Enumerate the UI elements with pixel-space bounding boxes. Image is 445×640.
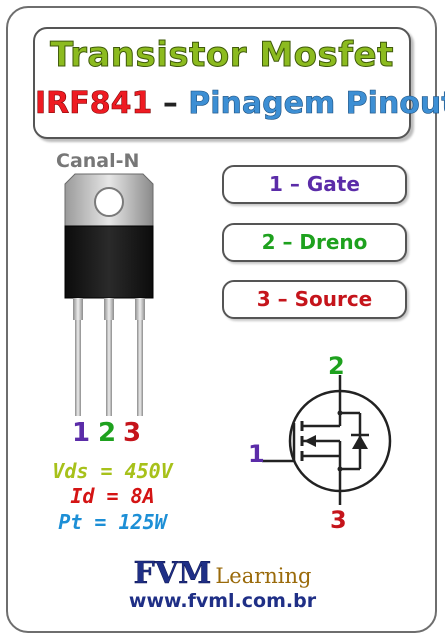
package-pin-3-label: 3 xyxy=(123,418,142,448)
pin-gate-box: 1 – Gate xyxy=(222,165,407,204)
website-link[interactable]: www.fvml.com.br xyxy=(128,590,317,612)
symbol-source-label: 3 xyxy=(330,506,347,534)
package-pin-2-label: 2 xyxy=(98,418,117,448)
channel-label: Canal-N xyxy=(56,150,140,172)
spec-id: Id = 8A xyxy=(70,484,155,508)
symbol-gate-label: 1 xyxy=(248,440,265,468)
symbol-drain-label: 2 xyxy=(328,352,345,380)
pin-drain-box: 2 – Dreno xyxy=(222,223,407,262)
page-subtitle: IRF841 – Pinagem Pinout xyxy=(35,86,445,122)
subtitle-text: Pinagem Pinout xyxy=(188,86,445,122)
spec-pt: Pt = 125W xyxy=(58,510,167,534)
part-number: IRF841 xyxy=(35,86,153,122)
page-title: Transistor Mosfet xyxy=(50,35,394,76)
package-pin-1-label: 1 xyxy=(72,418,91,448)
logo-main-text: FVM xyxy=(133,556,212,592)
spec-vds: Vds = 450V xyxy=(52,459,173,483)
to220-package-icon xyxy=(64,173,154,416)
logo-sub-text: Learning xyxy=(215,564,312,588)
pin-source-box: 3 – Source xyxy=(222,280,407,319)
mosfet-symbol-icon xyxy=(262,375,392,505)
title-separator: – xyxy=(152,86,189,121)
title-box: Transistor Mosfet IRF841 – Pinagem Pinou… xyxy=(33,27,445,139)
